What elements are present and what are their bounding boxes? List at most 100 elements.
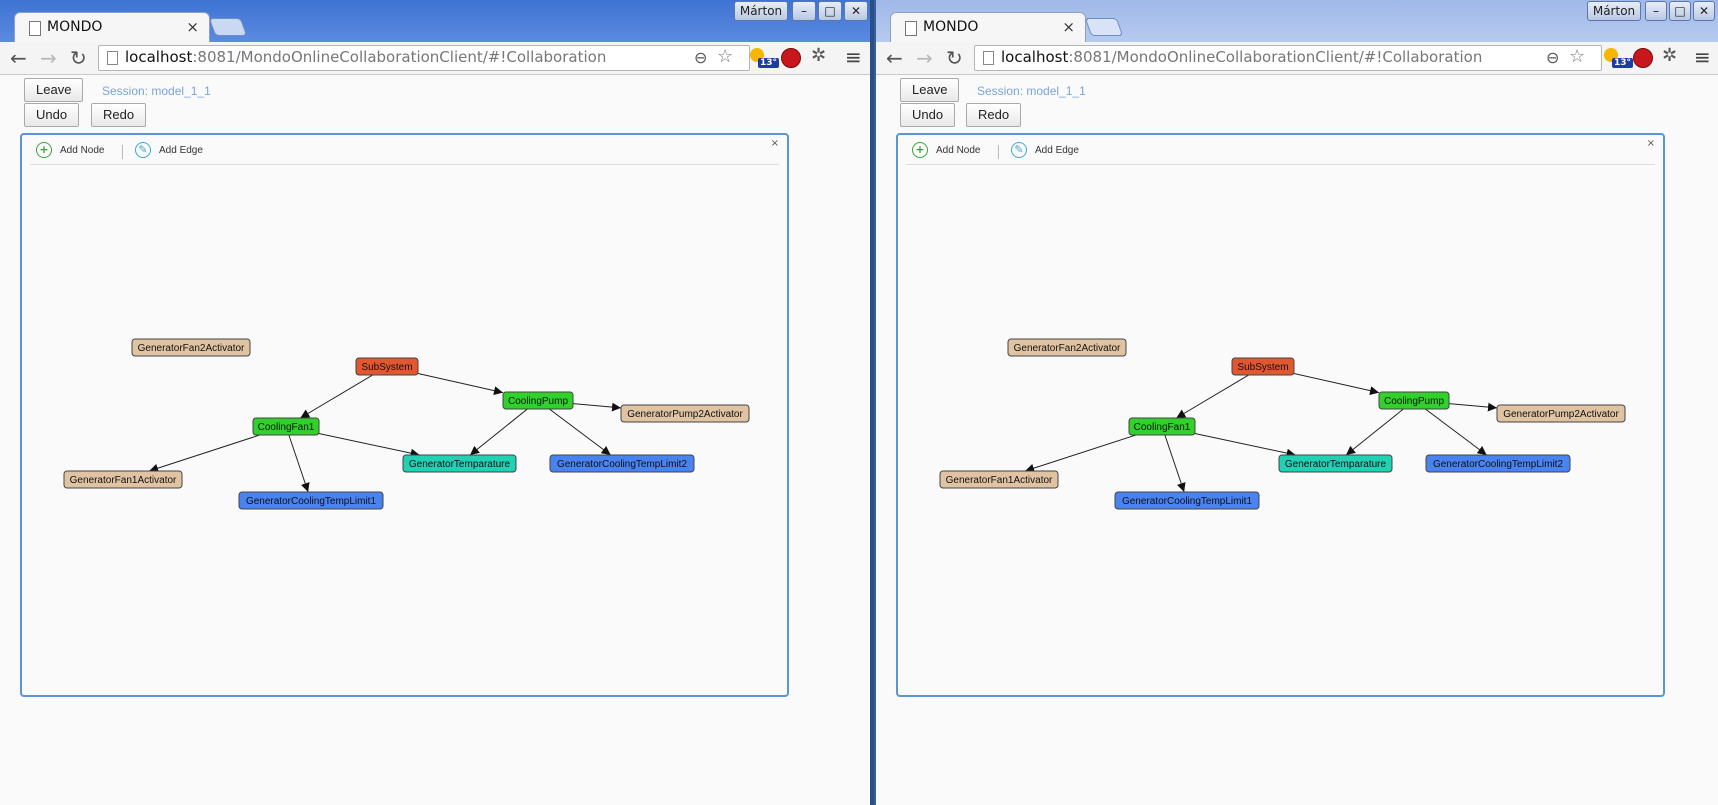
graph-node[interactable]: GeneratorPump2Activator [620, 404, 750, 423]
adblock-icon[interactable] [1633, 48, 1653, 68]
add-node-icon[interactable]: + [912, 142, 928, 158]
graph-node[interactable]: CoolingPump [502, 391, 574, 410]
minimize-icon[interactable]: – [792, 1, 816, 21]
graph-node[interactable]: SubSystem [1231, 357, 1295, 376]
page-content: Leave Session: model_1_1 Undo Redo + Add… [0, 75, 870, 805]
graph-node-label: CoolingPump [508, 396, 568, 407]
graph-canvas[interactable]: GeneratorFan2ActivatorSubSystemCoolingPu… [22, 135, 787, 695]
graph-node[interactable]: GeneratorCoolingTempLimit1 [1114, 491, 1260, 510]
graph-edge[interactable] [537, 400, 611, 456]
graph-edge[interactable] [1345, 400, 1415, 456]
graph-edge[interactable] [285, 426, 310, 493]
menu-icon[interactable]: ≡ [845, 45, 862, 69]
graph-node-box[interactable] [1425, 454, 1571, 473]
graph-node-box[interactable] [252, 417, 320, 436]
graph-node-box[interactable] [63, 470, 183, 489]
graph-node-box[interactable] [355, 357, 419, 376]
panel-close-icon[interactable]: × [1646, 138, 1655, 149]
forward-icon[interactable]: → [40, 46, 57, 70]
adblock-icon[interactable] [781, 48, 801, 68]
reload-icon[interactable]: ↻ [946, 46, 963, 70]
close-window-icon[interactable]: ✕ [1693, 1, 1715, 21]
maximize-icon[interactable]: □ [818, 1, 842, 21]
bug-extension-icon[interactable]: ✲ [811, 45, 827, 66]
tab-close-icon[interactable]: × [186, 18, 199, 36]
back-icon[interactable]: ← [886, 46, 903, 70]
minimize-icon[interactable]: – [1645, 1, 1667, 21]
bookmark-star-icon[interactable]: ☆ [1569, 46, 1586, 67]
leave-button[interactable]: Leave [900, 78, 960, 102]
add-edge-icon[interactable]: ✎ [135, 142, 151, 158]
tab-close-icon[interactable]: × [1062, 18, 1075, 36]
add-node-button[interactable]: Add Node [60, 145, 105, 156]
leave-button[interactable]: Leave [24, 78, 84, 102]
browser-tab[interactable]: MONDO × [890, 12, 1086, 43]
back-icon[interactable]: ← [10, 46, 27, 70]
address-bar[interactable]: localhost:8081/MondoOnlineCollaborationC… [974, 45, 1602, 71]
redo-button[interactable]: Redo [91, 103, 147, 127]
graph-node-box[interactable] [1007, 338, 1127, 357]
redo-button[interactable]: Redo [966, 103, 1022, 127]
add-node-icon[interactable]: + [36, 142, 52, 158]
graph-edge[interactable] [469, 400, 539, 456]
graph-node-box[interactable] [1114, 491, 1260, 510]
graph-node[interactable]: GeneratorFan2Activator [131, 338, 251, 357]
graph-node[interactable]: CoolingFan1 [252, 417, 320, 436]
new-tab-button[interactable] [1084, 18, 1124, 36]
browser-tab[interactable]: MONDO × [14, 12, 210, 43]
weather-extension-icon[interactable]: 13° [750, 48, 780, 70]
zoom-icon[interactable]: ⊖ [1546, 48, 1560, 67]
graph-node-box[interactable] [1378, 391, 1450, 410]
add-node-button[interactable]: Add Node [936, 145, 981, 156]
close-window-icon[interactable]: ✕ [844, 1, 868, 21]
reload-icon[interactable]: ↻ [70, 46, 87, 70]
profile-button[interactable]: Márton [734, 1, 788, 21]
graph-node[interactable]: GeneratorTemparature [402, 454, 517, 473]
menu-icon[interactable]: ≡ [1694, 45, 1711, 69]
zoom-icon[interactable]: ⊖ [694, 48, 708, 67]
profile-button[interactable]: Márton [1587, 1, 1641, 21]
graph-node-box[interactable] [502, 391, 574, 410]
graph-node[interactable]: GeneratorCoolingTempLimit2 [549, 454, 695, 473]
graph-node-box[interactable] [1128, 417, 1196, 436]
graph-node-box[interactable] [549, 454, 695, 473]
graph-node-label: CoolingFan1 [1134, 422, 1191, 433]
graph-node[interactable]: GeneratorTemparature [1278, 454, 1393, 473]
graph-node-box[interactable] [1278, 454, 1393, 473]
add-edge-button[interactable]: Add Edge [1035, 145, 1079, 156]
maximize-icon[interactable]: □ [1669, 1, 1691, 21]
graph-node[interactable]: GeneratorFan1Activator [63, 470, 183, 489]
graph-node-box[interactable] [402, 454, 517, 473]
graph-node-box[interactable] [1496, 404, 1626, 423]
graph-node[interactable]: GeneratorCoolingTempLimit1 [238, 491, 384, 510]
graph-node[interactable]: CoolingFan1 [1128, 417, 1196, 436]
add-edge-button[interactable]: Add Edge [159, 145, 203, 156]
bug-extension-icon[interactable]: ✲ [1662, 45, 1678, 66]
forward-icon[interactable]: → [916, 46, 933, 70]
address-bar[interactable]: localhost:8081/MondoOnlineCollaborationC… [98, 45, 750, 71]
weather-extension-icon[interactable]: 13° [1604, 48, 1634, 70]
graph-node[interactable]: GeneratorFan2Activator [1007, 338, 1127, 357]
graph-canvas[interactable]: GeneratorFan2ActivatorSubSystemCoolingPu… [898, 135, 1663, 695]
title-bar: MONDO × Márton – □ ✕ [876, 0, 1718, 43]
bookmark-star-icon[interactable]: ☆ [717, 46, 734, 67]
graph-node[interactable]: CoolingPump [1378, 391, 1450, 410]
graph-node[interactable]: GeneratorPump2Activator [1496, 404, 1626, 423]
undo-button[interactable]: Undo [900, 103, 956, 127]
browser-window-right: MONDO × Márton – □ ✕ ← → ↻ localhost:808… [874, 0, 1718, 805]
new-tab-button[interactable] [208, 18, 248, 36]
graph-node[interactable]: SubSystem [355, 357, 419, 376]
graph-node-box[interactable] [131, 338, 251, 357]
panel-close-icon[interactable]: × [770, 138, 779, 149]
graph-node-box[interactable] [939, 470, 1059, 489]
graph-edge[interactable] [1413, 400, 1487, 456]
graph-node-box[interactable] [238, 491, 384, 510]
graph-edge[interactable] [1161, 426, 1186, 493]
undo-button[interactable]: Undo [24, 103, 80, 127]
add-edge-icon[interactable]: ✎ [1011, 142, 1027, 158]
graph-node-box[interactable] [1231, 357, 1295, 376]
graph-node[interactable]: GeneratorCoolingTempLimit2 [1425, 454, 1571, 473]
graph-node-box[interactable] [620, 404, 750, 423]
graph-node[interactable]: GeneratorFan1Activator [939, 470, 1059, 489]
graph-node-label: GeneratorCoolingTempLimit1 [246, 496, 377, 507]
